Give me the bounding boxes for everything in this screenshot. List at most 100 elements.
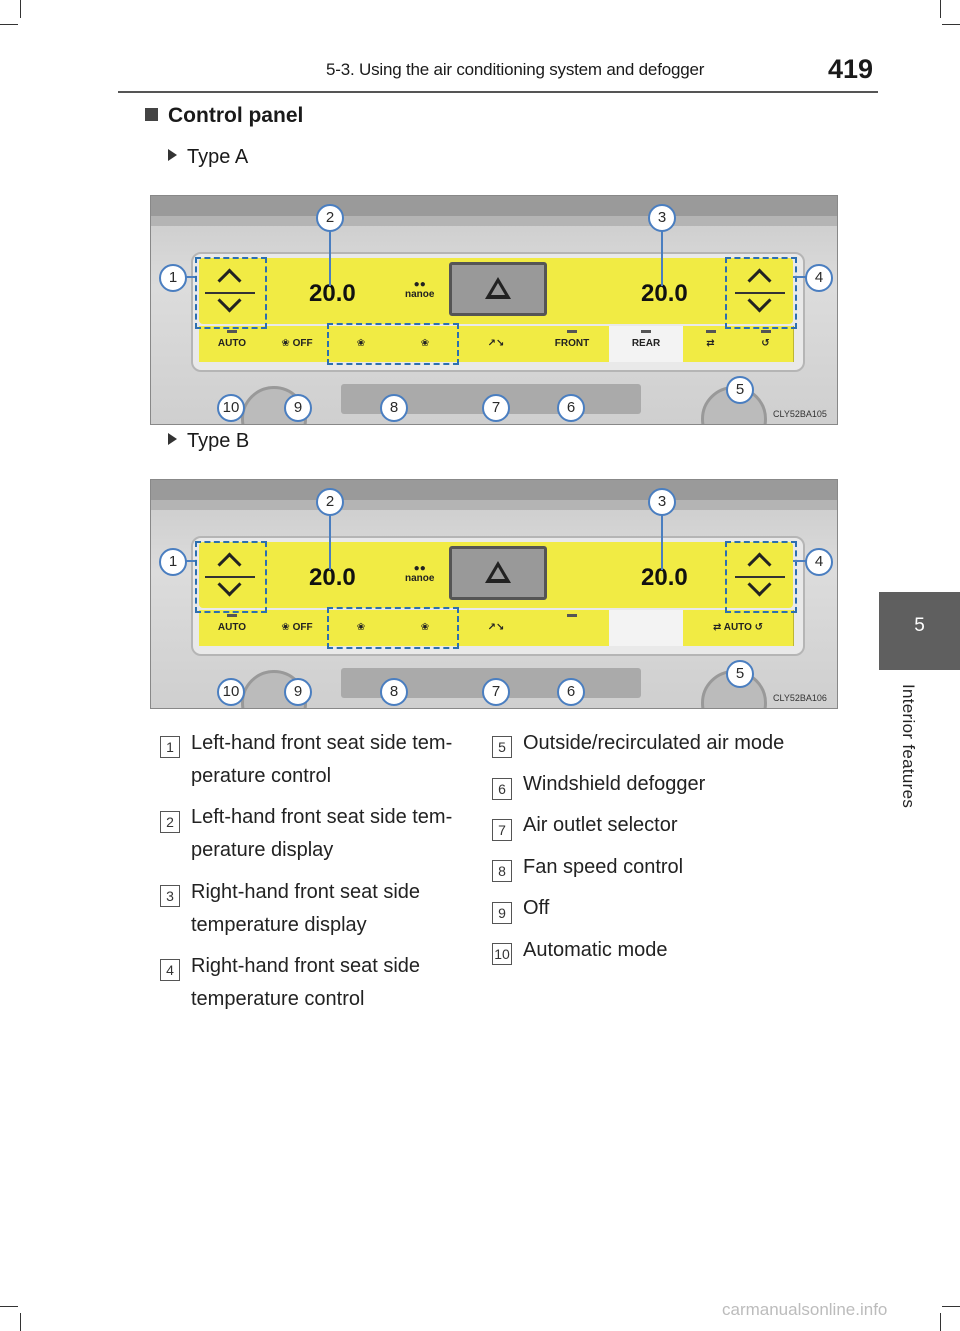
- crop-mark: [20, 1313, 21, 1331]
- hazard-icon: [485, 561, 511, 583]
- header-rule: [118, 91, 878, 93]
- dash-trim: [151, 480, 837, 500]
- legend-num-4: 4: [160, 959, 180, 981]
- legend-item-6: Windshield defogger: [523, 773, 706, 795]
- air-mode-button: ⇄ AUTO ↺: [683, 610, 794, 646]
- fan-outline: [327, 607, 459, 649]
- legend-num-5: 5: [492, 736, 512, 758]
- type-b-label: Type B: [168, 430, 249, 453]
- section-title: Control panel: [145, 104, 303, 128]
- chapter-label: Interior features: [899, 684, 918, 809]
- left-control-outline: [195, 257, 267, 329]
- front-defogger-button: [535, 610, 610, 646]
- air-outlet-button: ↗↘: [457, 326, 536, 362]
- off-button: ❀ OFF: [265, 326, 330, 362]
- triangle-bullet-icon: [168, 433, 177, 445]
- crop-mark: [0, 1306, 18, 1307]
- crop-mark: [942, 24, 960, 25]
- nanoe-logo: ●●nanoe: [405, 279, 435, 300]
- callout-9: 9: [284, 678, 312, 706]
- callout-1: 1: [159, 264, 187, 292]
- control-panel-figure-b: 20.0 ●●nanoe 20.0 AUTO ❀ OFF ❀ ❀ ↗↘ ⇄ AU…: [150, 479, 838, 709]
- legend-num-7: 7: [492, 819, 512, 841]
- left-temp-display: 20.0: [309, 280, 356, 307]
- watermark: carmanualsonline.info: [722, 1300, 888, 1319]
- right-temp-control: [729, 262, 791, 324]
- dash-trim: [151, 196, 837, 216]
- hazard-button: [449, 546, 547, 600]
- callout-10: 10: [217, 678, 245, 706]
- legend-item-9: Off: [523, 897, 550, 919]
- running-header: 5-3. Using the air conditioning system a…: [326, 60, 705, 79]
- legend-num-1: 1: [160, 736, 180, 758]
- crop-mark: [940, 0, 941, 18]
- hazard-icon: [485, 277, 511, 299]
- page-number: 419: [828, 54, 874, 84]
- crop-mark: [942, 1306, 960, 1307]
- crop-mark: [20, 0, 21, 18]
- control-panel-figure-a: 20.0 ●●nanoe 20.0 AUTO ❀ OFF ❀ ❀ ↗↘ FRON…: [150, 195, 838, 425]
- legend-num-3: 3: [160, 885, 180, 907]
- callout-8: 8: [380, 678, 408, 706]
- legend-item-4: Right-hand front seat side temperature c…: [191, 955, 421, 1010]
- fan-down-button: ❀: [329, 610, 394, 646]
- legend-item-5: Outside/recirculated air mode: [523, 732, 785, 754]
- front-defogger-button: FRONT: [535, 326, 610, 362]
- rear-defogger-button: REAR: [609, 326, 684, 362]
- left-temp-control: [199, 546, 261, 608]
- callout-2: 2: [316, 204, 344, 232]
- right-temp-display: 20.0: [641, 564, 688, 591]
- chapter-tab: 5: [879, 592, 960, 670]
- legend-num-9: 9: [492, 902, 512, 924]
- recirculate-button: ↺: [738, 326, 794, 362]
- type-a-label: Type A: [168, 146, 248, 169]
- air-outlet-button: ↗↘: [457, 610, 536, 646]
- legend-item-10: Automatic mode: [523, 939, 668, 961]
- callout-10: 10: [217, 394, 245, 422]
- crop-mark: [0, 24, 18, 25]
- callout-1: 1: [159, 548, 187, 576]
- right-control-outline: [725, 541, 797, 613]
- rear-defogger-button: [609, 610, 684, 646]
- callout-4: 4: [805, 264, 833, 292]
- legend-item-8: Fan speed control: [523, 856, 684, 878]
- right-temp-control: [729, 546, 791, 608]
- legend-num-10: 10: [492, 943, 512, 965]
- figure-code: CLY52BA105: [773, 409, 827, 419]
- left-temp-control: [199, 262, 261, 324]
- legend-item-3: Right-hand front seat side temperature d…: [191, 881, 421, 936]
- legend-item-1: Left-hand front seat side tem- perature …: [191, 732, 453, 787]
- legend-num-6: 6: [492, 778, 512, 800]
- left-control-outline: [195, 541, 267, 613]
- chapter-number: 5: [914, 615, 925, 636]
- fan-up-button: ❀: [393, 326, 458, 362]
- triangle-bullet-icon: [168, 149, 177, 161]
- callout-9: 9: [284, 394, 312, 422]
- callout-8: 8: [380, 394, 408, 422]
- callout-7: 7: [482, 394, 510, 422]
- fan-outline: [327, 323, 459, 365]
- legend-num-8: 8: [492, 860, 512, 882]
- square-bullet-icon: [145, 108, 158, 121]
- right-control-outline: [725, 257, 797, 329]
- callout-6: 6: [557, 394, 585, 422]
- callout-5: 5: [726, 376, 754, 404]
- legend-item-2: Left-hand front seat side tem- perature …: [191, 806, 453, 861]
- legend-item-7: Air outlet selector: [523, 814, 678, 836]
- callout-2: 2: [316, 488, 344, 516]
- crop-mark: [940, 1313, 941, 1331]
- left-temp-display: 20.0: [309, 564, 356, 591]
- figure-code: CLY52BA106: [773, 693, 827, 703]
- right-temp-display: 20.0: [641, 280, 688, 307]
- callout-4: 4: [805, 548, 833, 576]
- outside-air-button: ⇄: [683, 326, 739, 362]
- auto-button: AUTO: [199, 326, 266, 362]
- dash-trim: [151, 216, 837, 226]
- callout-6: 6: [557, 678, 585, 706]
- callout-7: 7: [482, 678, 510, 706]
- callout-3: 3: [648, 488, 676, 516]
- auto-button: AUTO: [199, 610, 266, 646]
- callout-3: 3: [648, 204, 676, 232]
- legend-num-2: 2: [160, 811, 180, 833]
- button-row: AUTO ❀ OFF ❀ ❀ ↗↘ ⇄ AUTO ↺: [199, 610, 794, 646]
